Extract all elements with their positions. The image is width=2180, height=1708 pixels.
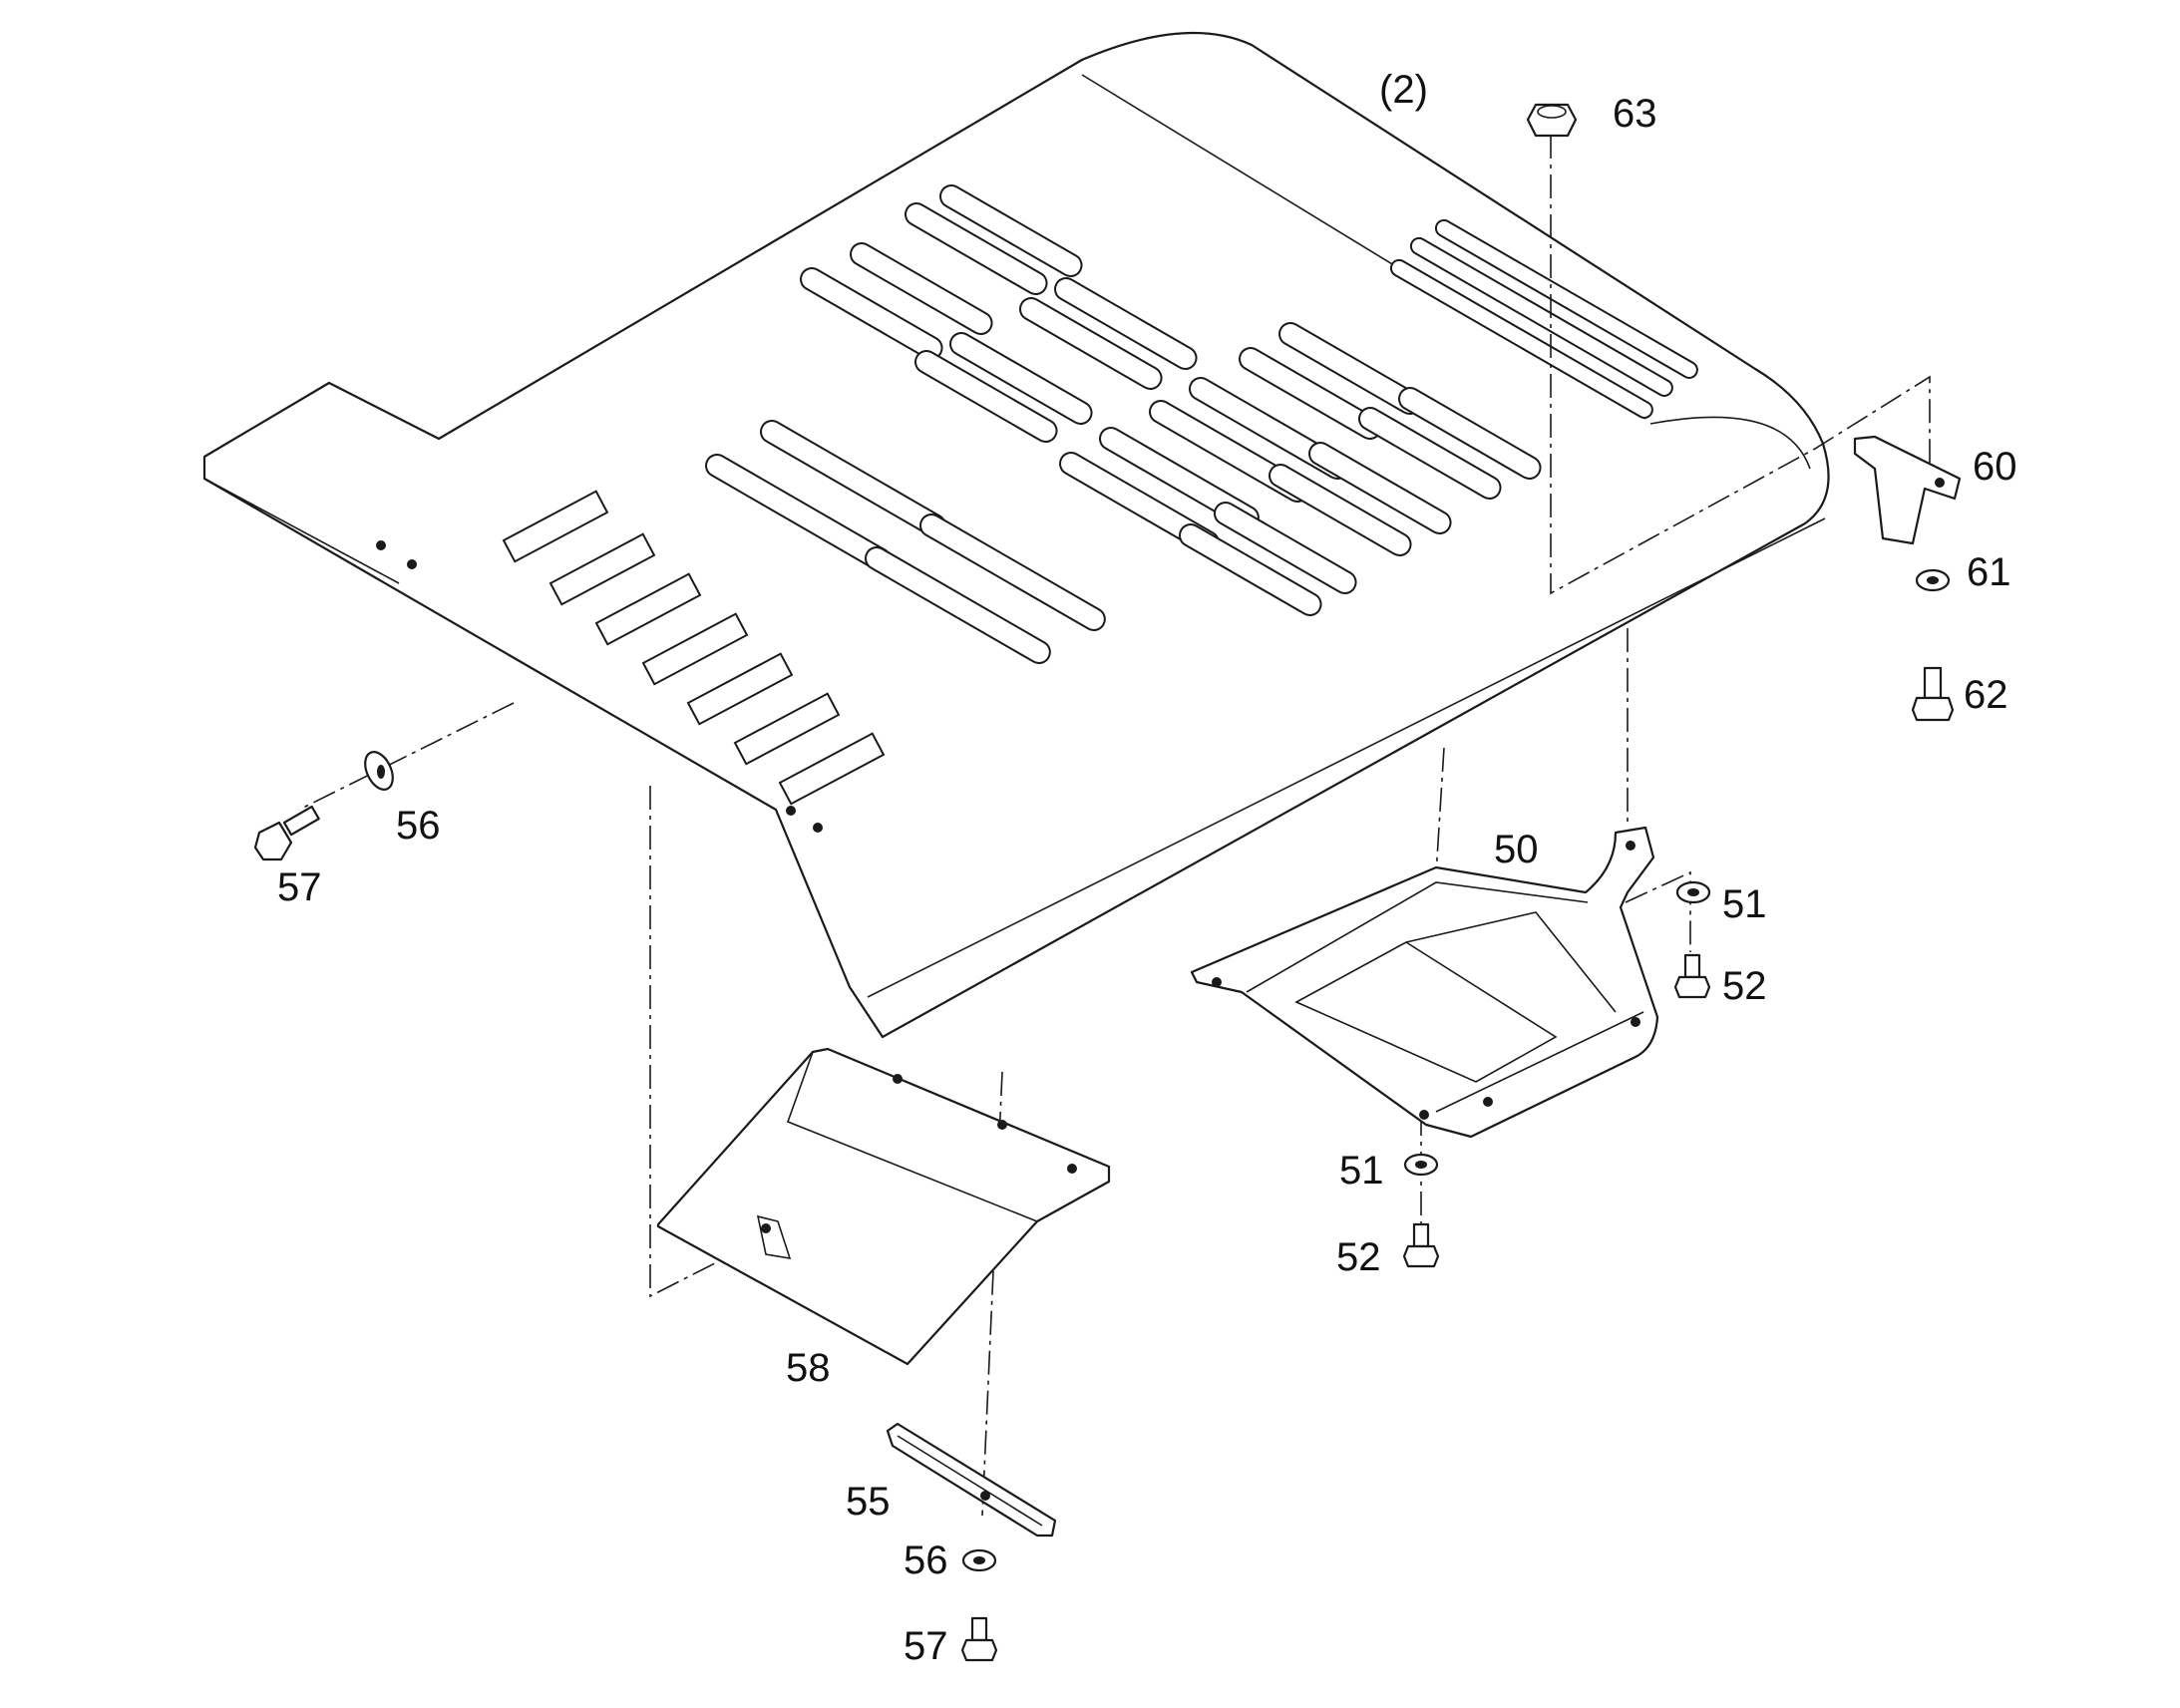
- bolt-52-lower: [1402, 1222, 1440, 1268]
- washer-51-lower: [1403, 1153, 1439, 1177]
- label-58: 58: [786, 1346, 831, 1390]
- vent-slots-rect: [502, 490, 886, 806]
- nut-63: [1526, 103, 1578, 138]
- label-assembly-ref: (2): [1379, 68, 1428, 112]
- label-51-lower: 51: [1339, 1149, 1384, 1193]
- washer-61: [1915, 568, 1951, 592]
- strip-55: [886, 1422, 1057, 1537]
- label-51-upper: 51: [1722, 882, 1767, 926]
- label-62: 62: [1964, 673, 2008, 717]
- label-60: 60: [1973, 445, 2017, 489]
- washer-56-bottom: [961, 1548, 997, 1572]
- bracket-60: [1853, 435, 1962, 545]
- label-50: 50: [1494, 828, 1539, 871]
- bolt-62: [1911, 666, 1955, 722]
- label-57-left: 57: [277, 865, 322, 909]
- label-52-upper: 52: [1722, 964, 1767, 1008]
- bolt-57-left: [253, 805, 320, 861]
- vent-grille-right: [1389, 218, 1698, 419]
- cover-panel: [202, 31, 1830, 1039]
- label-56-bottom: 56: [904, 1538, 948, 1582]
- label-52-lower: 52: [1336, 1235, 1381, 1279]
- label-63: 63: [1613, 92, 1657, 136]
- plate-58: [656, 1047, 1111, 1366]
- label-57-bottom: 57: [904, 1624, 948, 1668]
- label-55: 55: [846, 1480, 891, 1524]
- label-56-left: 56: [396, 804, 441, 848]
- bolt-52-upper: [1673, 953, 1711, 999]
- callout-labels: (2) 63 60 61 62 56 57 50 51 52 51 52 58 …: [277, 68, 2017, 1668]
- vent-slots-long: [705, 184, 1542, 665]
- bolt-57-bottom: [960, 1616, 998, 1662]
- washer-51-upper: [1675, 880, 1711, 904]
- washer-56-left: [364, 751, 394, 791]
- label-61: 61: [1967, 550, 2011, 594]
- frame-50: [1190, 826, 1659, 1139]
